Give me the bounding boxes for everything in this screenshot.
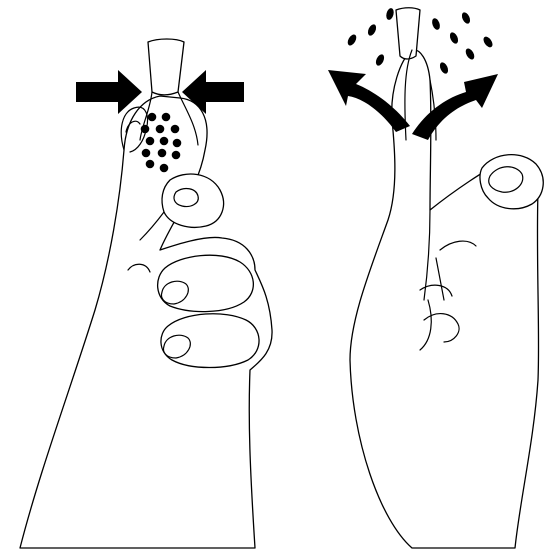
drop bbox=[173, 139, 182, 148]
drop bbox=[146, 160, 155, 169]
drop bbox=[148, 113, 157, 122]
squeeze-panel bbox=[20, 39, 272, 548]
drop bbox=[431, 17, 442, 31]
drop bbox=[366, 23, 377, 37]
drop bbox=[385, 7, 395, 20]
drop bbox=[162, 113, 171, 122]
drop bbox=[448, 31, 459, 45]
drop bbox=[160, 164, 169, 173]
left-finger-1 bbox=[162, 174, 224, 227]
drop bbox=[482, 35, 495, 49]
drop bbox=[146, 137, 155, 146]
right-nozzle bbox=[396, 8, 420, 59]
drop bbox=[171, 125, 180, 134]
drop bbox=[374, 53, 385, 67]
drop bbox=[141, 125, 150, 134]
drop bbox=[158, 149, 167, 158]
drop bbox=[172, 151, 181, 160]
drop bbox=[160, 137, 169, 146]
drop bbox=[346, 33, 358, 47]
drop bbox=[464, 47, 476, 61]
drop bbox=[460, 11, 471, 25]
left-nozzle bbox=[148, 39, 184, 95]
drop bbox=[438, 61, 449, 75]
drop bbox=[156, 125, 165, 134]
left-squeeze-arrow-left bbox=[76, 70, 142, 114]
spray-panel bbox=[328, 7, 543, 548]
drop bbox=[142, 149, 151, 158]
left-finger-3 bbox=[161, 314, 259, 368]
left-finger-2 bbox=[158, 255, 254, 311]
